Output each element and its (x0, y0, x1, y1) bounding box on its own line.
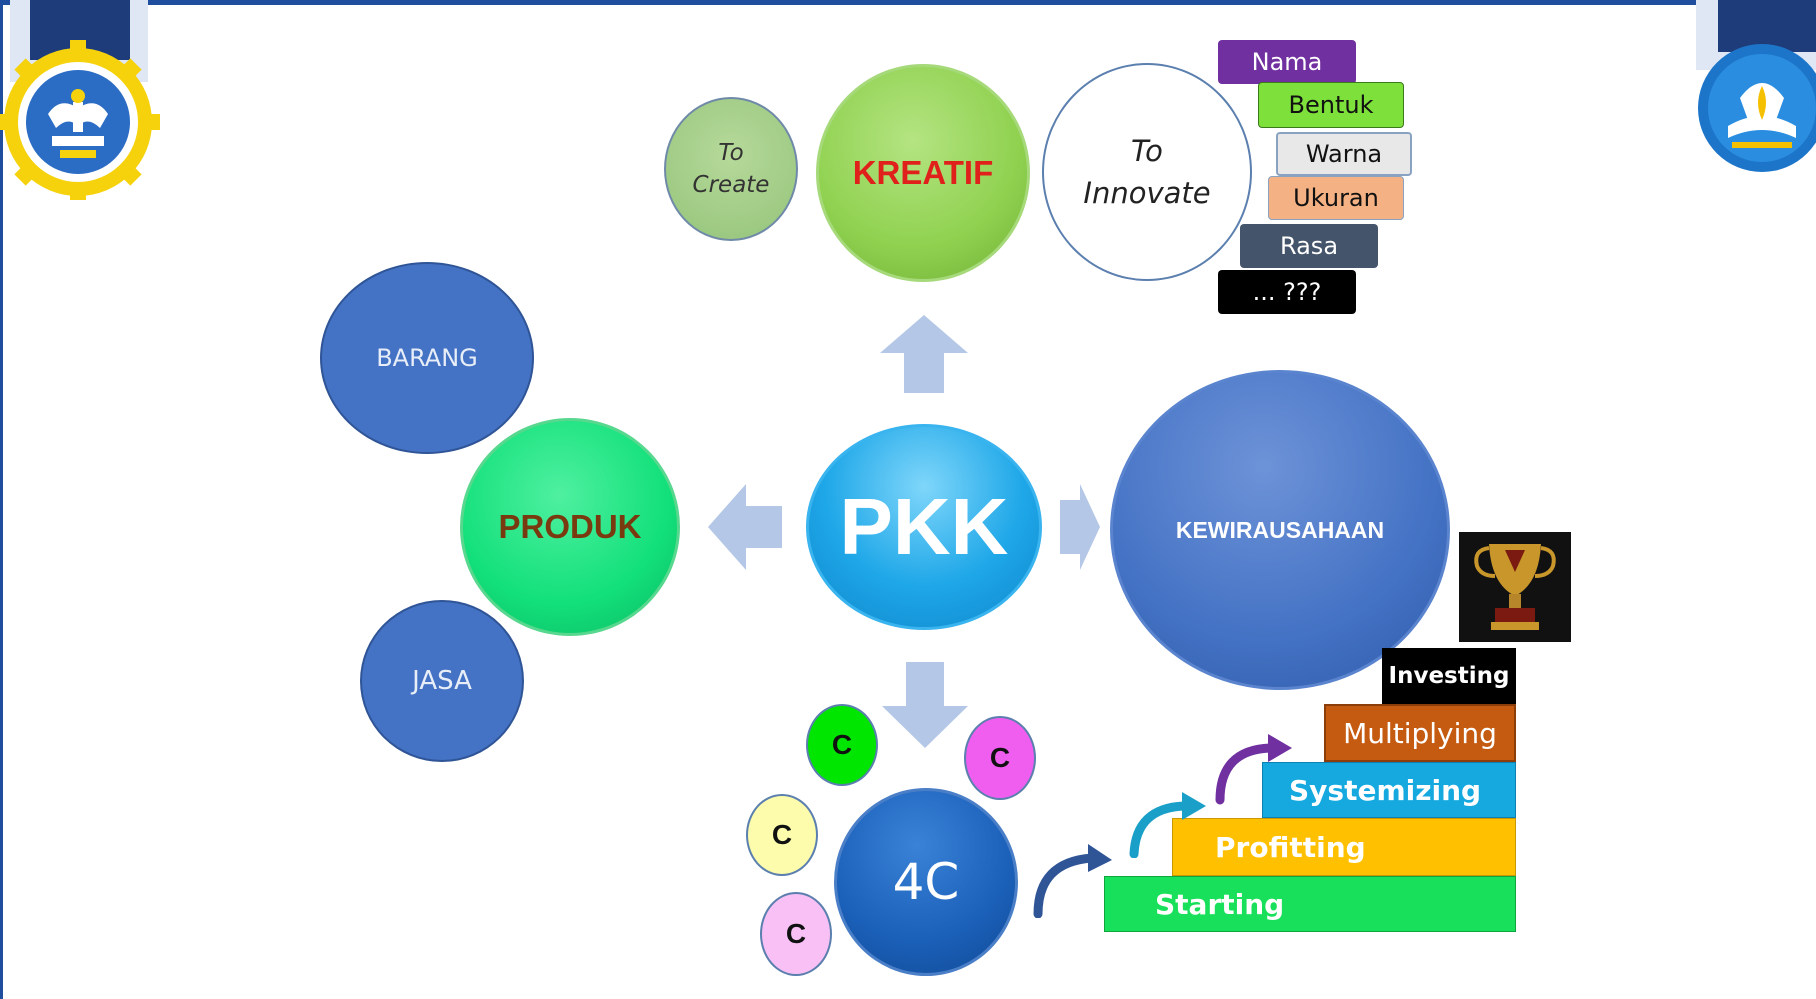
c-circle-magenta: C (964, 716, 1036, 800)
barang-circle: BARANG (320, 262, 534, 454)
to-innovate-label: To Innovate (1083, 134, 1211, 210)
jasa-label: JASA (412, 666, 472, 696)
curved-arrow-icon (1210, 730, 1300, 806)
stair-investing: Investing (1382, 648, 1516, 704)
c-label: C (831, 729, 853, 760)
tut-wuri-handayani-icon (1696, 0, 1816, 180)
top-frame-bar (0, 0, 1816, 5)
produk-label: PRODUK (498, 508, 642, 545)
to-create-label: To Create (692, 140, 770, 198)
stair-multiplying: Multiplying (1324, 704, 1516, 762)
tag-bentuk: Bentuk (1258, 82, 1404, 128)
c-circle-yellow: C (746, 794, 818, 876)
stair-investing-label: Investing (1388, 663, 1510, 689)
tag-ukuran: Ukuran (1268, 176, 1404, 220)
c-label: C (771, 819, 793, 850)
fourc-circle: 4C (834, 788, 1018, 976)
produk-circle: PRODUK (460, 418, 680, 636)
kreatif-circle: KREATIF (816, 64, 1030, 282)
stair-profitting-label: Profitting (1215, 830, 1366, 864)
c-circle-green: C (806, 704, 878, 786)
logo-badge-icon (0, 0, 160, 200)
stair-starting-label: Starting (1155, 887, 1285, 921)
pkk-label: PKK (839, 482, 1009, 571)
stair-starting: Starting (1104, 876, 1516, 932)
tag-nama: Nama (1218, 40, 1356, 84)
jasa-circle: JASA (360, 600, 524, 762)
to-innovate-circle: To Innovate (1042, 63, 1252, 281)
c-label: C (785, 918, 807, 949)
curved-arrow-icon (1030, 842, 1118, 918)
tag-question: ... ??? (1218, 270, 1356, 314)
trophy-icon (1459, 532, 1571, 642)
c-circle-pink: C (760, 892, 832, 976)
stair-multiplying-label: Multiplying (1343, 716, 1497, 750)
kewirausahaan-label: KEWIRAUSAHAAN (1175, 516, 1385, 543)
kewirausahaan-circle: KEWIRAUSAHAAN (1110, 370, 1450, 690)
curved-arrow-icon (1126, 790, 1214, 858)
kreatif-label: KREATIF (852, 154, 994, 191)
block-arrow-icon (882, 662, 968, 748)
to-create-circle: To Create (664, 97, 798, 241)
tag-rasa: Rasa (1240, 224, 1378, 268)
block-arrow-icon (708, 484, 782, 570)
left-frame-bar (0, 0, 3, 999)
barang-label: BARANG (376, 344, 478, 372)
pkk-circle: PKK (806, 424, 1042, 630)
stair-systemizing-label: Systemizing (1289, 773, 1482, 807)
stair-systemizing: Systemizing (1262, 762, 1516, 818)
stair-profitting: Profitting (1172, 818, 1516, 876)
c-label: C (989, 742, 1011, 773)
tag-warna: Warna (1276, 132, 1412, 176)
block-arrow-icon (1060, 484, 1100, 570)
fourc-label: 4C (892, 853, 960, 911)
block-arrow-icon (880, 315, 968, 393)
